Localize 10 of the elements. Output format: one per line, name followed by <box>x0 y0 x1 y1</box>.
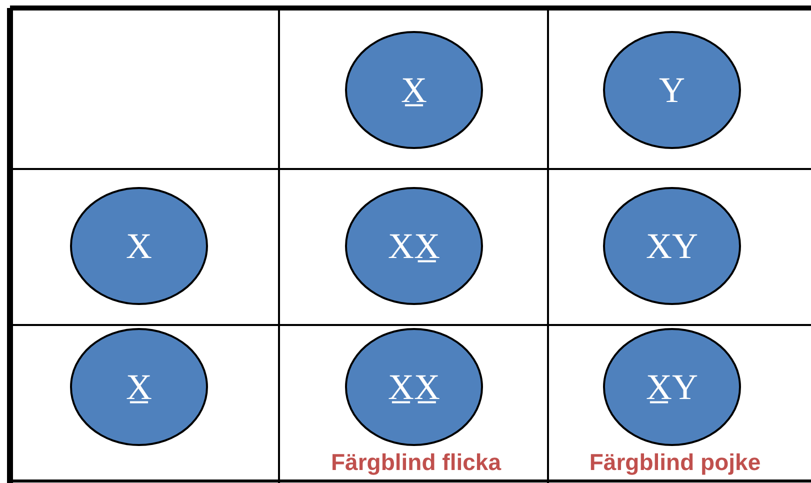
genotype-label: X̲X̲ <box>388 366 440 408</box>
genotype-label: X̲ <box>401 69 427 111</box>
genotype-label: X̲ <box>126 366 152 408</box>
genotype-label: Y <box>659 69 685 111</box>
genotype-label: X <box>126 225 152 267</box>
phenotype-caption: Färgblind pojke <box>589 449 761 475</box>
genotype-label: XX̲ <box>388 225 440 267</box>
genotype-label: XY <box>646 225 698 267</box>
phenotype-caption: Färgblind flicka <box>331 449 501 475</box>
genotype-label: X̲Y <box>646 366 698 408</box>
